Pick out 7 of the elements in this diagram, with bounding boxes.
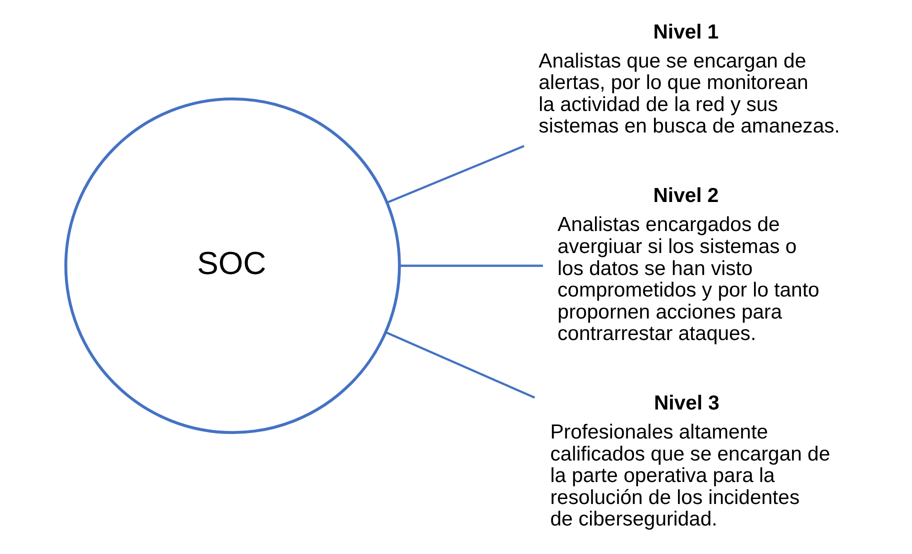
connector <box>385 331 536 399</box>
node-text: Nivel 1 Analistas que se encargan de alertas, por lo que monitorean la actividad de la red y sus sistemas en busca de amanezas. <box>538 21 840 138</box>
node-text: Nivel 2 Analistas encargados de avergiuar si los sistemas o los datos se han visto comprometidos y por lo tanto propornen acciones para contrarrestar ataques. <box>558 185 820 346</box>
connector <box>400 264 543 267</box>
connector <box>387 145 524 204</box>
node-text: Nivel 3 Profesionales altamente calificados que se encargan de la parte operativa para la resolución de los incidentes de ciberseguridad. <box>550 392 830 531</box>
node-circle: SOC <box>64 98 401 434</box>
